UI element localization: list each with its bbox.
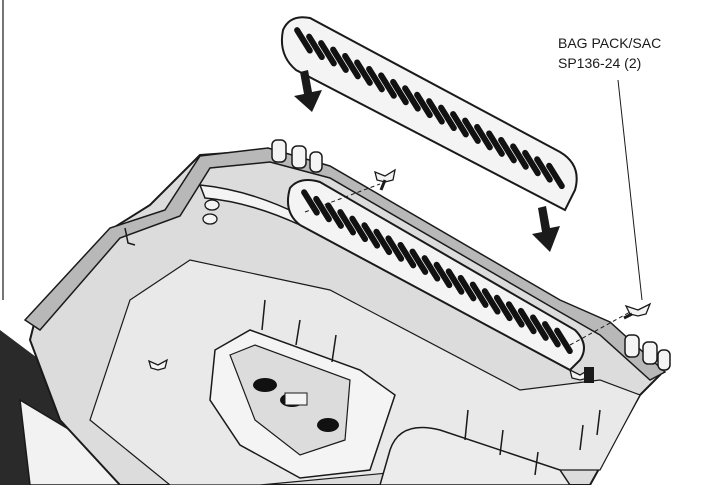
rim-clip-right (624, 334, 671, 371)
wall-rib-6 (534, 451, 539, 476)
lower-pack-vent-slot (349, 215, 369, 243)
down-arrow-left (294, 70, 322, 112)
part-callout: BAG PACK/SAC SP136-24 (2) (558, 33, 661, 73)
floor-hole-3 (317, 418, 339, 432)
lower-pack-vent-slot (457, 274, 477, 302)
upper-pack-vent-slot (390, 78, 409, 106)
upper-pack-vent-slot (306, 33, 325, 61)
lower-pack-vent-slot (542, 321, 561, 348)
upper-pack-vent-slot (438, 104, 457, 132)
upper-pack-vent-slot (462, 117, 481, 144)
upper-pack-vent-slot (426, 98, 445, 125)
lower-pack-vent-slot (397, 241, 417, 269)
assembly-line-right (569, 311, 631, 346)
wing-nut-pack-end (569, 367, 594, 383)
lower-pack-vent-slot (337, 209, 357, 236)
upper-pack-vent-slot (294, 27, 313, 54)
lower-pack-vent-slot (409, 248, 429, 275)
machine-body-panel (19, 398, 122, 485)
assembly-line-left (304, 183, 381, 213)
upper-pack-vent-slot (510, 143, 529, 170)
upper-pack-vent-slot (342, 52, 361, 80)
bag-pack-upper (280, 16, 578, 212)
lower-pack-vent-slot (313, 195, 332, 223)
down-arrow-right (532, 206, 560, 252)
bag-pack-lower (287, 179, 585, 372)
upper-pack-vent-slot (414, 91, 433, 119)
lower-pack-vent-slot (517, 307, 537, 335)
lower-pack-vent-slot (373, 228, 393, 256)
lower-pack-vent-slot (385, 235, 405, 262)
wall-notch (124, 227, 136, 246)
callout-leader (617, 79, 643, 301)
lower-pack-vent-slot (361, 222, 381, 249)
wing-nut-floor (147, 358, 168, 371)
rim-clip-left (271, 139, 323, 173)
upper-pack-vent-slot (546, 162, 565, 190)
callout-line-2: SP136-24 (2) (558, 55, 642, 71)
upper-pack-vent-slot (366, 65, 385, 93)
wing-nut-right (623, 302, 652, 320)
lower-pack-vent-slot (469, 281, 489, 308)
upper-pack-vent-slot (378, 72, 397, 99)
wall-rib-3 (331, 334, 337, 363)
upper-pack-vent-slot (450, 111, 469, 138)
wing-nut-left-wall (202, 199, 220, 225)
lower-pack-vent-slot (433, 261, 453, 289)
wall-rib-2 (295, 319, 301, 346)
lower-pack-vent-slot (421, 255, 441, 282)
hopper-tub (23, 147, 667, 485)
floor-hole-1 (253, 378, 277, 392)
lower-pack-vent-slot (505, 301, 525, 328)
lower-pack-vent-slot (530, 314, 549, 341)
callout-line-1: BAG PACK/SAC (558, 35, 662, 51)
lower-pack-vent-slot (301, 189, 320, 216)
lower-pack-vent-slot (481, 288, 501, 315)
lower-pack-vent-slot (445, 268, 465, 295)
wall-rib-4 (464, 409, 469, 441)
upper-pack-vent-slot (402, 85, 421, 112)
wall-rib-7 (579, 424, 584, 451)
upper-pack-vent-slot (474, 123, 493, 151)
wall-rib-1 (261, 299, 266, 331)
lower-pack-vent-slot (493, 294, 513, 322)
upper-pack-vent-slot (498, 136, 517, 164)
lower-pack-vent-slot (325, 202, 344, 229)
wall-rib-5 (499, 429, 504, 456)
lower-pack-vent-slot (554, 327, 573, 355)
upper-pack-vent-slot (318, 40, 337, 67)
wall-rib-8 (596, 409, 601, 436)
upper-pack-vent-slot (330, 46, 349, 73)
tub-floor (89, 259, 641, 485)
wing-nut-upper (374, 168, 396, 191)
upper-pack-vent-slot (522, 149, 541, 177)
upper-pack-vent-slot (486, 130, 505, 157)
upper-pack-vent-slot (354, 59, 373, 86)
front-drum (379, 426, 571, 485)
tub-rim (23, 147, 667, 381)
floor-bracket (284, 392, 308, 406)
upper-pack-vent-slot (534, 156, 553, 183)
